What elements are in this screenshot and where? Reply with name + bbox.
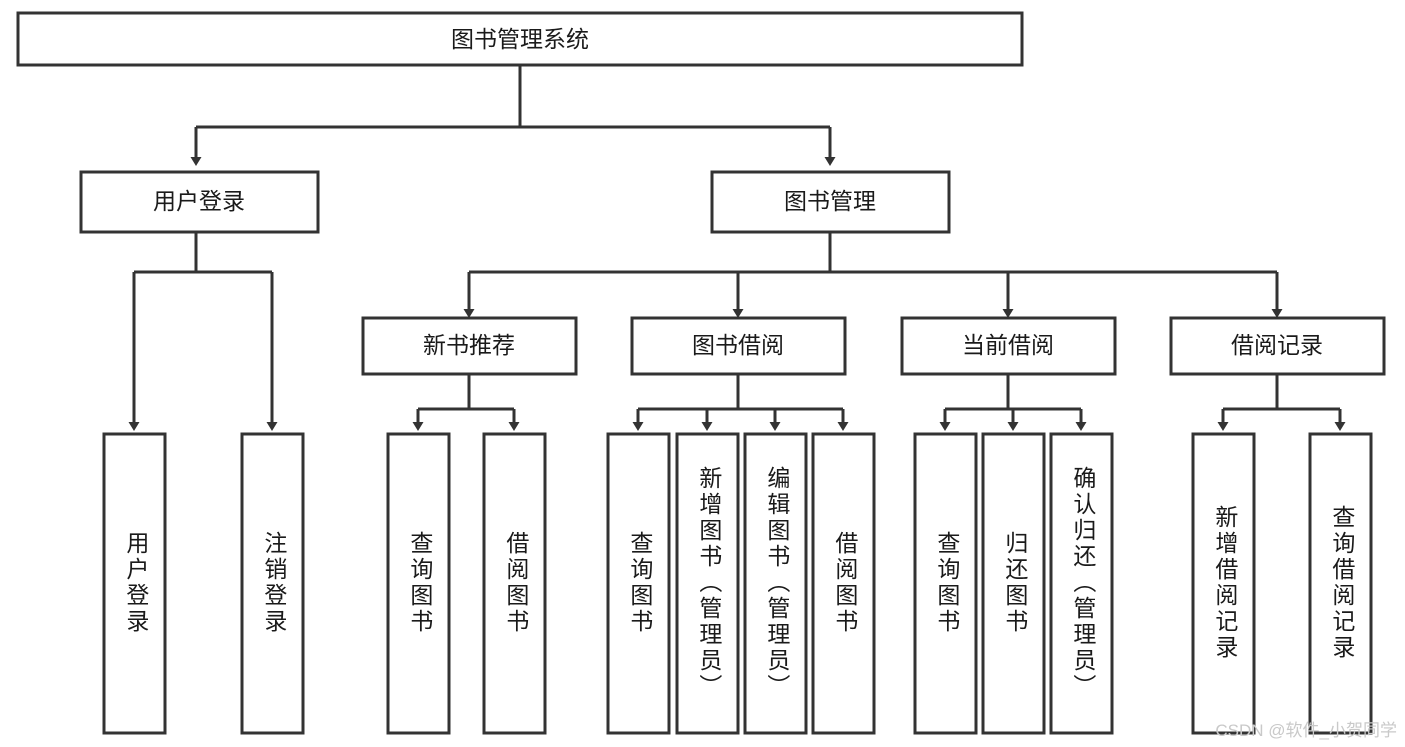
node-new-book-rec[interactable]: 新书推荐 — [361, 316, 578, 376]
leaf-edit-book-box[interactable] — [743, 432, 808, 735]
node-new-book-rec-label: 新书推荐 — [423, 332, 515, 358]
leaf-add-book-box[interactable] — [675, 432, 740, 735]
leaf-query-book-2-label: 查询图书 — [627, 531, 654, 635]
node-book-manage-label: 图书管理 — [784, 188, 876, 214]
leaf-query-record-label: 查询借阅记录 — [1329, 505, 1356, 661]
node-borrow-record[interactable]: 借阅记录 — [1169, 316, 1386, 376]
leaf-user-login-box[interactable] — [102, 432, 167, 735]
node-root[interactable]: 图书管理系统 — [16, 11, 1024, 67]
node-new-book-rec-box[interactable] — [361, 316, 578, 376]
leaf-query-book-2-box[interactable] — [606, 432, 671, 735]
leaf-add-record-label: 新增借阅记录 — [1212, 505, 1239, 661]
leaf-confirm-return-label: 确认归还（管理员） — [1070, 466, 1097, 700]
leaf-logout-login[interactable]: 注销登录 — [240, 432, 305, 735]
leaf-add-book[interactable]: 新增图书（管理员） — [675, 432, 740, 735]
leaf-query-record[interactable]: 查询借阅记录 — [1308, 432, 1373, 735]
node-current-borrow-box[interactable] — [900, 316, 1117, 376]
leaf-add-record-box[interactable] — [1191, 432, 1256, 735]
leaf-edit-book-label: 编辑图书（管理员） — [764, 466, 791, 700]
leaf-edit-book[interactable]: 编辑图书（管理员） — [743, 432, 808, 735]
node-user-login[interactable]: 用户登录 — [79, 170, 320, 234]
leaf-query-book-3-box[interactable] — [913, 432, 978, 735]
leaf-confirm-return[interactable]: 确认归还（管理员） — [1049, 432, 1114, 735]
leaf-return-book[interactable]: 归还图书 — [981, 432, 1046, 735]
leaf-logout-login-label: 注销登录 — [261, 531, 288, 635]
node-root-box[interactable] — [16, 11, 1024, 67]
leaf-add-record[interactable]: 新增借阅记录 — [1191, 432, 1256, 735]
leaf-query-book-1-label: 查询图书 — [407, 531, 434, 635]
leaf-return-book-label: 归还图书 — [1002, 531, 1029, 635]
node-book-manage-box[interactable] — [710, 170, 951, 234]
leaf-borrow-book-1-label: 借阅图书 — [503, 531, 530, 635]
node-user-login-label: 用户登录 — [153, 188, 245, 214]
node-book-manage[interactable]: 图书管理 — [710, 170, 951, 234]
leaf-borrow-book-1-box[interactable] — [482, 432, 547, 735]
leaf-confirm-return-box[interactable] — [1049, 432, 1114, 735]
node-book-borrow[interactable]: 图书借阅 — [630, 316, 847, 376]
node-user-login-box[interactable] — [79, 170, 320, 234]
node-current-borrow[interactable]: 当前借阅 — [900, 316, 1117, 376]
node-borrow-record-label: 借阅记录 — [1231, 332, 1323, 358]
leaf-query-book-2[interactable]: 查询图书 — [606, 432, 671, 735]
leaf-query-book-3[interactable]: 查询图书 — [913, 432, 978, 735]
node-root-label: 图书管理系统 — [451, 26, 589, 52]
leaf-query-record-box[interactable] — [1308, 432, 1373, 735]
leaf-borrow-book-1[interactable]: 借阅图书 — [482, 432, 547, 735]
leaf-query-book-1[interactable]: 查询图书 — [386, 432, 451, 735]
leaf-user-login-label: 用户登录 — [123, 531, 150, 635]
leaf-query-book-1-box[interactable] — [386, 432, 451, 735]
leaf-user-login[interactable]: 用户登录 — [102, 432, 167, 735]
leaf-borrow-book-2-label: 借阅图书 — [832, 531, 859, 635]
leaf-query-book-3-label: 查询图书 — [934, 531, 961, 635]
node-book-borrow-box[interactable] — [630, 316, 847, 376]
leaf-add-book-label: 新增图书（管理员） — [696, 466, 723, 700]
leaf-borrow-book-2-box[interactable] — [811, 432, 876, 735]
leaf-logout-login-box[interactable] — [240, 432, 305, 735]
leaf-borrow-book-2[interactable]: 借阅图书 — [811, 432, 876, 735]
node-borrow-record-box[interactable] — [1169, 316, 1386, 376]
node-current-borrow-label: 当前借阅 — [962, 332, 1054, 358]
leaf-return-book-box[interactable] — [981, 432, 1046, 735]
node-book-borrow-label: 图书借阅 — [692, 332, 784, 358]
edge-group — [128, 65, 1346, 431]
